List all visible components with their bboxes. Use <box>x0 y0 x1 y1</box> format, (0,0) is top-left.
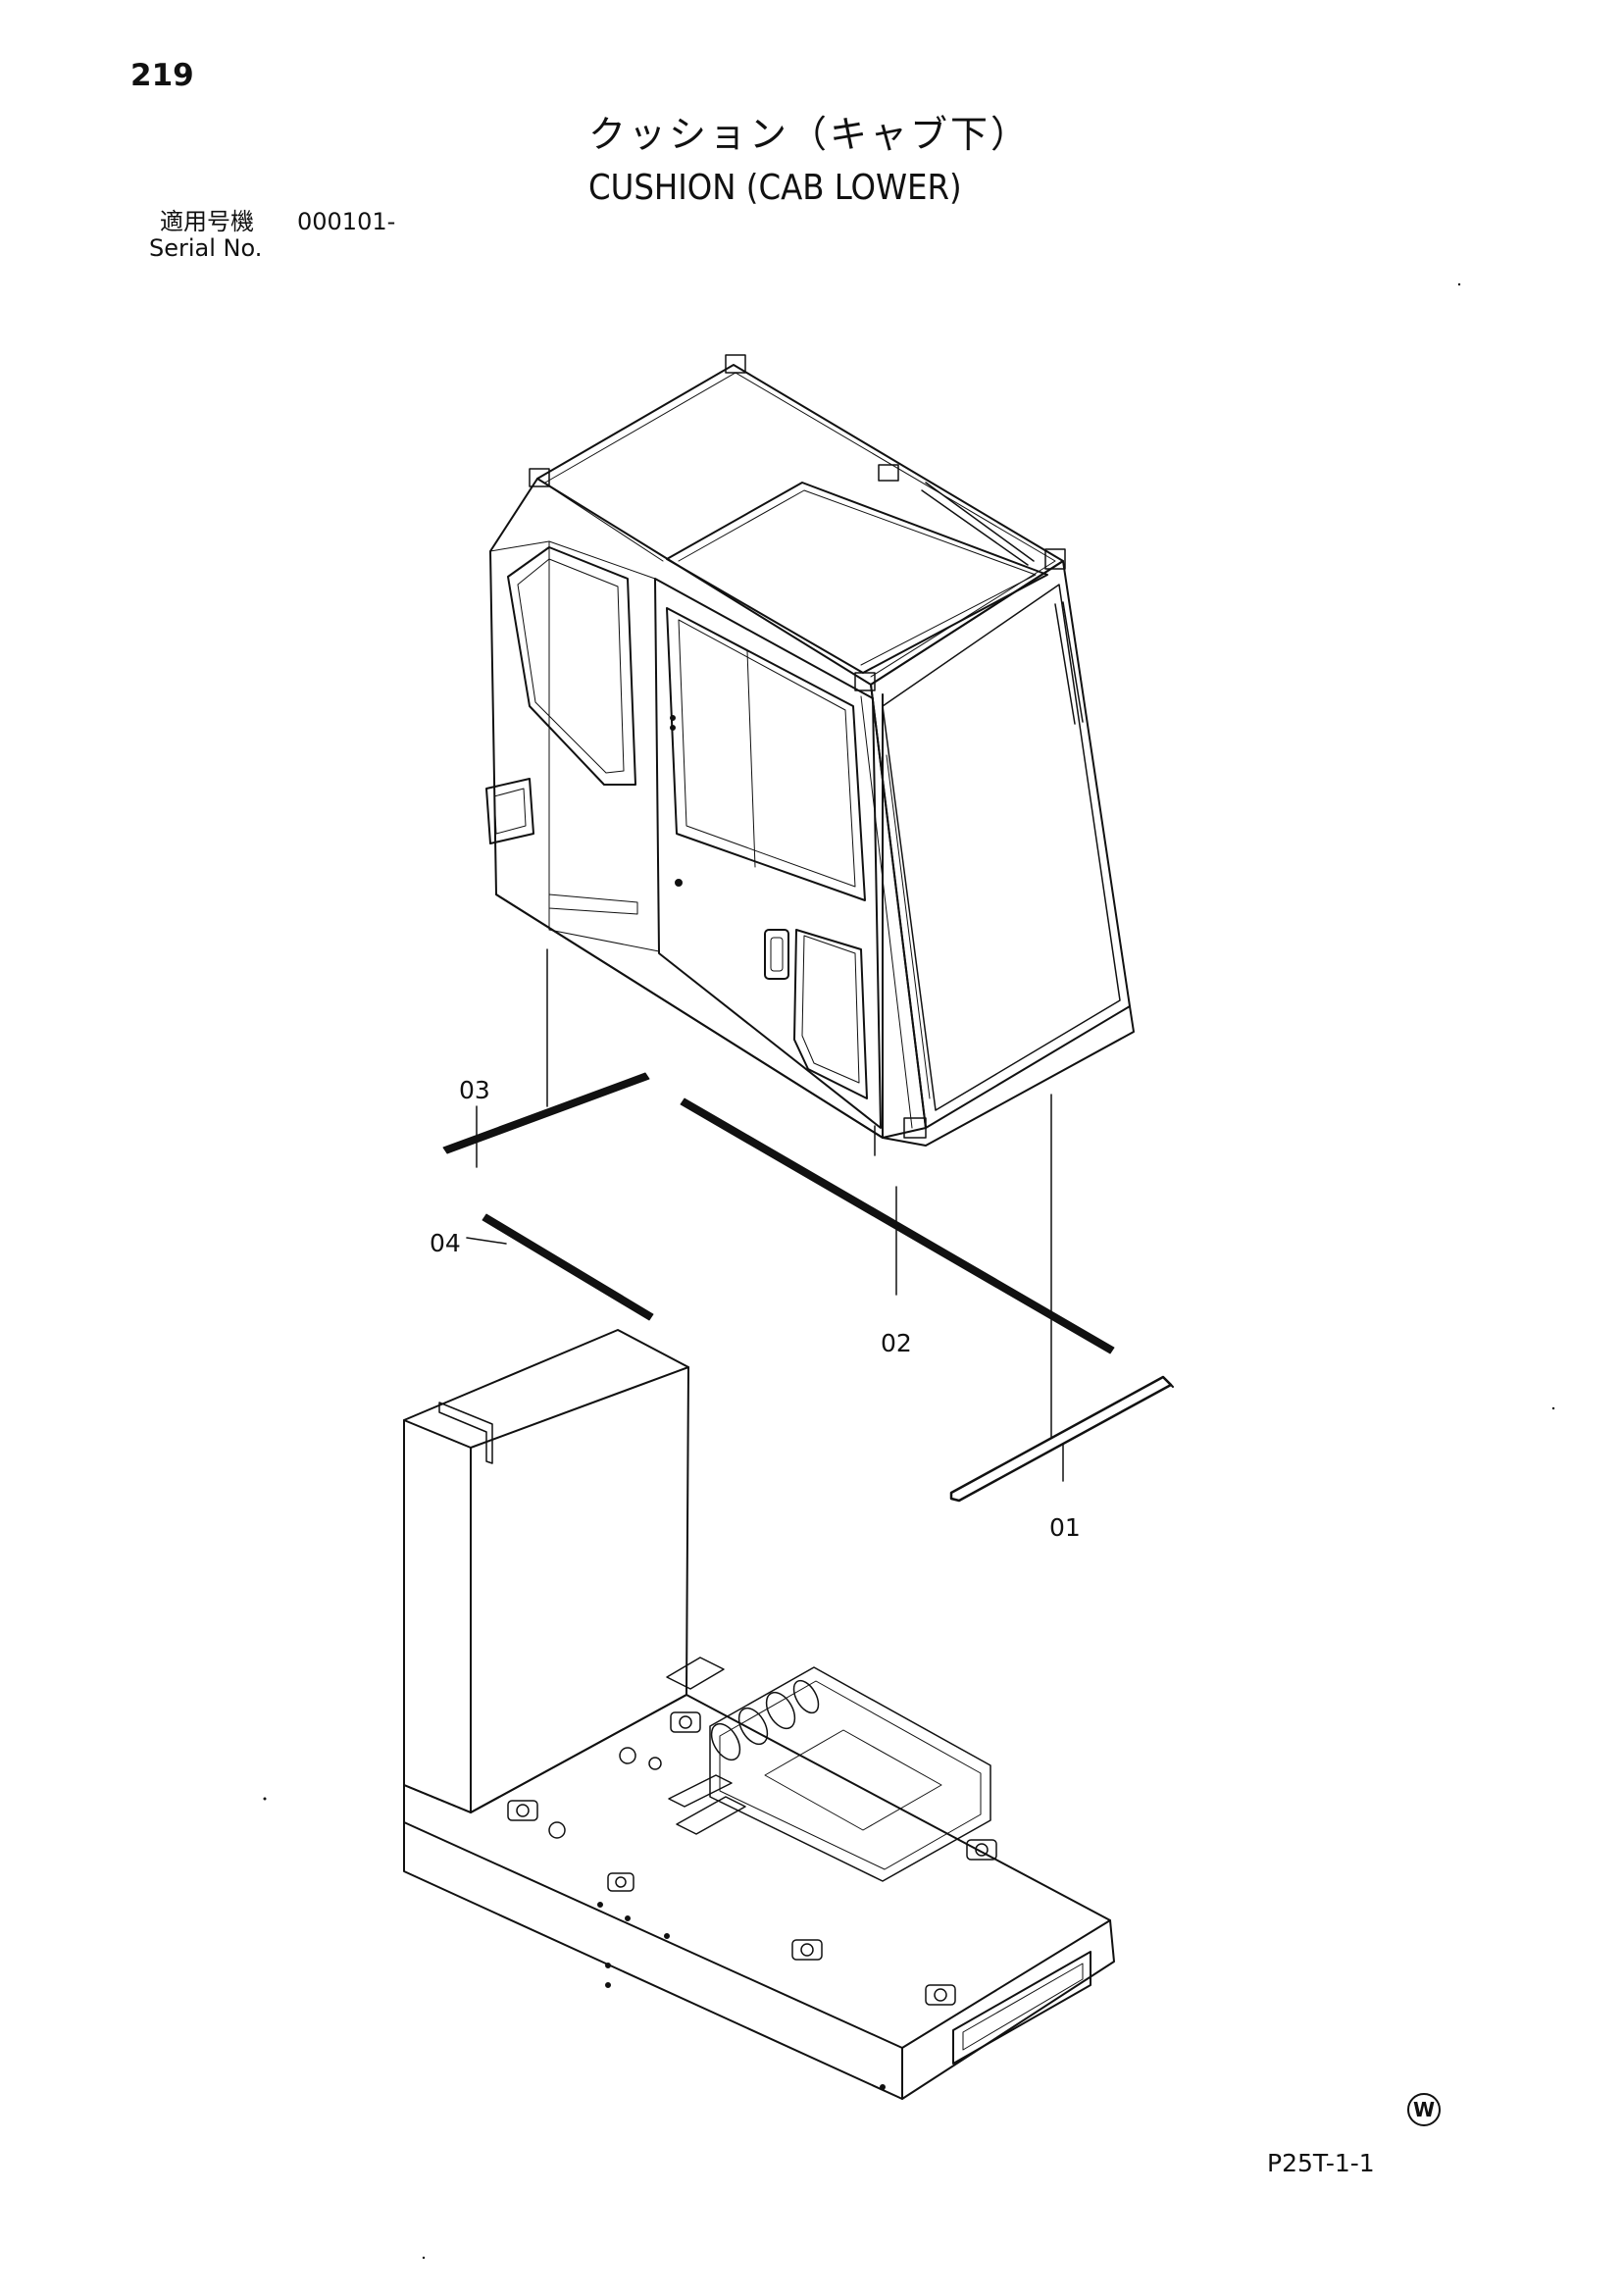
cab-illustration <box>485 354 1135 1147</box>
part-label-01: 01 <box>1049 1513 1081 1542</box>
cushion-strip-04 <box>482 1213 654 1321</box>
figure-code: P25T-1-1 <box>1267 2149 1375 2177</box>
floor-frame-illustration <box>403 1329 1115 2100</box>
cushion-strip-01 <box>949 1375 1174 1503</box>
page-title-japanese: クッション（キャブ下） <box>588 113 1032 156</box>
serial-label-japanese: 適用号機 <box>160 208 254 235</box>
part-label-04: 04 <box>430 1229 461 1257</box>
page-title-english: CUSHION (CAB LOWER) <box>588 168 962 208</box>
serial-range: 000101- <box>297 208 396 235</box>
cushion-strip-03 <box>442 1072 650 1154</box>
w-mark-icon: W <box>1407 2093 1441 2126</box>
page-number: 219 <box>130 58 194 93</box>
leader-lines <box>466 948 1064 1482</box>
serial-label-english: Serial No. <box>149 234 263 262</box>
cushion-strip-02 <box>680 1097 1115 1354</box>
part-label-03: 03 <box>459 1076 490 1104</box>
part-label-02: 02 <box>881 1329 912 1357</box>
